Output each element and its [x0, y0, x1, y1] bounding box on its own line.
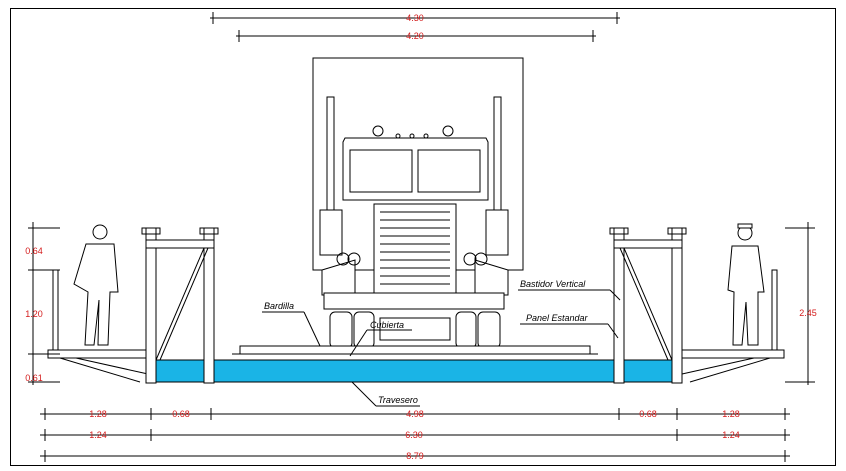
label-cubierta: Cubierta	[370, 320, 404, 330]
dim-row1-left-walk: 1.28	[89, 409, 107, 419]
deck	[47, 269, 785, 383]
dim-left-top: 0.64	[25, 246, 43, 256]
label-leaders	[262, 289, 621, 407]
person-right	[727, 223, 765, 346]
person-left	[73, 224, 119, 346]
right-vertical-dimension	[785, 222, 815, 385]
left-vertical-dimension	[28, 222, 60, 385]
bottom-dimension-lines	[40, 408, 790, 462]
drawing-frame	[10, 8, 836, 466]
dim-row3-total: 8.79	[406, 451, 424, 461]
dim-row1-right-panel: 0.68	[639, 409, 657, 419]
dim-row1-roadway: 4.98	[406, 409, 424, 419]
dim-right-total: 2.45	[799, 308, 817, 318]
left-panel	[141, 227, 219, 384]
dim-left-bottom: 0.61	[25, 373, 43, 383]
truck	[312, 57, 524, 349]
dim-row2-right: 1.24	[722, 430, 740, 440]
label-bardilla: Bardilla	[264, 301, 294, 311]
dim-top-truck: 4.20	[406, 31, 424, 41]
top-dimension-lines	[210, 12, 620, 42]
dim-row1-left-panel: 0.68	[172, 409, 190, 419]
right-panel	[609, 227, 687, 384]
dim-row1-right-walk: 1.28	[722, 409, 740, 419]
label-travesero: Travesero	[378, 395, 418, 405]
dim-row2-center: 6.30	[405, 430, 423, 440]
label-bastidor-vertical: Bastidor Vertical	[520, 279, 586, 289]
label-panel-estandar: Panel Estandar	[526, 313, 589, 323]
travesero-beam	[147, 359, 683, 383]
dim-left-middle: 1.20	[25, 309, 43, 319]
dim-row2-left: 1.24	[89, 430, 107, 440]
dim-top-total: 4.30	[406, 13, 424, 23]
